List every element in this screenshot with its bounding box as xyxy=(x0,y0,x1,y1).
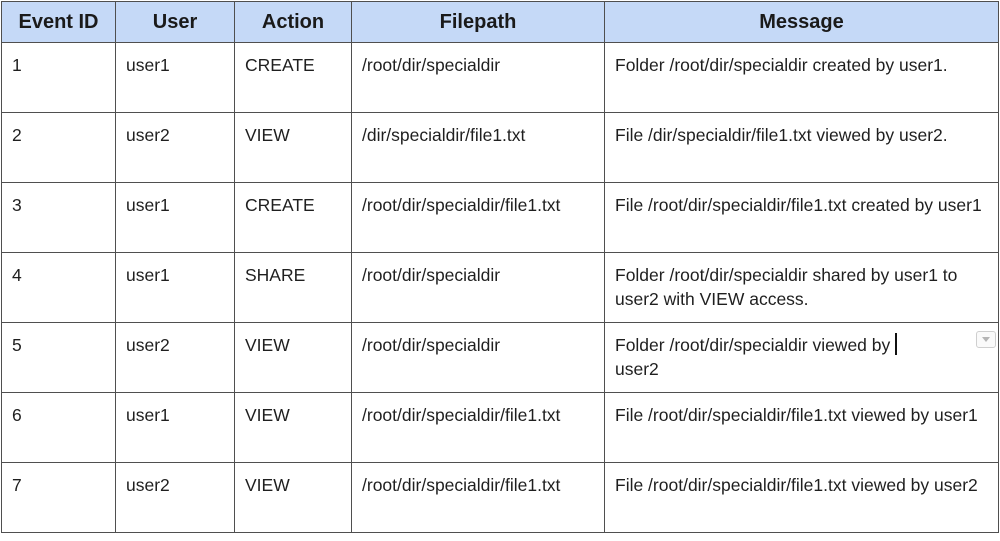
cell-user[interactable]: user1 xyxy=(115,392,235,463)
cell-user[interactable]: user2 xyxy=(115,112,235,183)
cell-text: user1 xyxy=(126,55,170,75)
cell-action[interactable]: VIEW xyxy=(234,322,352,393)
dropdown-arrow-icon[interactable] xyxy=(976,331,996,348)
cell-text: user1 xyxy=(126,405,170,425)
cell-message[interactable]: Folder /root/dir/specialdir created by u… xyxy=(604,42,999,113)
table-row: 7 user2 VIEW /root/dir/specialdir/file1.… xyxy=(1,462,999,533)
cell-text: 5 xyxy=(12,335,22,355)
cell-text: File /root/dir/specialdir/file1.txt view… xyxy=(615,475,978,495)
cell-text: /root/dir/specialdir/file1.txt xyxy=(362,405,561,425)
cell-event-id[interactable]: 2 xyxy=(1,112,116,183)
cell-text: /root/dir/specialdir/file1.txt xyxy=(362,475,561,495)
text-cursor xyxy=(895,333,898,355)
cell-text: user2 xyxy=(126,335,170,355)
cell-filepath[interactable]: /root/dir/specialdir xyxy=(351,252,605,323)
cell-event-id[interactable]: 4 xyxy=(1,252,116,323)
cell-text: VIEW xyxy=(245,125,290,145)
header-message[interactable]: Message xyxy=(604,1,999,43)
cell-text: CREATE xyxy=(245,195,315,215)
cell-user[interactable]: user2 xyxy=(115,322,235,393)
message-text-before-cursor: Folder /root/dir/specialdir viewed by xyxy=(615,335,891,355)
header-event-id[interactable]: Event ID xyxy=(1,1,116,43)
cell-text: File /root/dir/specialdir/file1.txt view… xyxy=(615,405,978,425)
cell-text: /root/dir/specialdir xyxy=(362,265,501,285)
table-row: 4 user1 SHARE /root/dir/specialdir Folde… xyxy=(1,252,999,323)
cell-user[interactable]: user1 xyxy=(115,42,235,113)
message-text-after-cursor: user2 xyxy=(615,359,659,379)
cell-filepath[interactable]: /root/dir/specialdir xyxy=(351,42,605,113)
cell-action[interactable]: VIEW xyxy=(234,112,352,183)
cell-text: VIEW xyxy=(245,335,290,355)
cell-event-id[interactable]: 3 xyxy=(1,182,116,253)
cell-text: user2 xyxy=(126,475,170,495)
cell-filepath[interactable]: /root/dir/specialdir/file1.txt xyxy=(351,182,605,253)
header-user[interactable]: User xyxy=(115,1,235,43)
cell-text: VIEW xyxy=(245,475,290,495)
cell-text: user1 xyxy=(126,265,170,285)
cell-message[interactable]: File /root/dir/specialdir/file1.txt crea… xyxy=(604,182,999,253)
cell-action[interactable]: CREATE xyxy=(234,42,352,113)
cell-filepath[interactable]: /root/dir/specialdir xyxy=(351,322,605,393)
cell-message[interactable]: File /root/dir/specialdir/file1.txt view… xyxy=(604,392,999,463)
cell-text: 1 xyxy=(12,55,22,75)
cell-user[interactable]: user1 xyxy=(115,252,235,323)
header-filepath[interactable]: Filepath xyxy=(351,1,605,43)
cell-text: File /dir/specialdir/file1.txt viewed by… xyxy=(615,125,948,145)
cell-text: user1 xyxy=(126,195,170,215)
cell-event-id[interactable]: 5 xyxy=(1,322,116,393)
header-action[interactable]: Action xyxy=(234,1,352,43)
cell-text: /root/dir/specialdir xyxy=(362,335,501,355)
cell-message[interactable]: File /dir/specialdir/file1.txt viewed by… xyxy=(604,112,999,183)
cell-text: /dir/specialdir/file1.txt xyxy=(362,125,526,145)
cell-message[interactable]: File /root/dir/specialdir/file1.txt view… xyxy=(604,462,999,533)
cell-event-id[interactable]: 1 xyxy=(1,42,116,113)
table-row: 6 user1 VIEW /root/dir/specialdir/file1.… xyxy=(1,392,999,463)
cell-action[interactable]: VIEW xyxy=(234,462,352,533)
cell-message[interactable]: Folder /root/dir/specialdir shared by us… xyxy=(604,252,999,323)
cell-text: Folder /root/dir/specialdir shared by us… xyxy=(615,265,958,309)
cell-text: /root/dir/specialdir/file1.txt xyxy=(362,195,561,215)
cell-text: 3 xyxy=(12,195,22,215)
cell-action[interactable]: SHARE xyxy=(234,252,352,323)
cell-text: /root/dir/specialdir xyxy=(362,55,501,75)
cell-user[interactable]: user2 xyxy=(115,462,235,533)
table-row: 3 user1 CREATE /root/dir/specialdir/file… xyxy=(1,182,999,253)
cell-event-id[interactable]: 7 xyxy=(1,462,116,533)
table-row-editing: 5 user2 VIEW /root/dir/specialdir Folder… xyxy=(1,322,999,393)
cell-event-id[interactable]: 6 xyxy=(1,392,116,463)
cell-text: CREATE xyxy=(245,55,315,75)
cell-action[interactable]: CREATE xyxy=(234,182,352,253)
cell-text: 7 xyxy=(12,475,22,495)
cell-text: VIEW xyxy=(245,405,290,425)
table-row: 2 user2 VIEW /dir/specialdir/file1.txt F… xyxy=(1,112,999,183)
cell-text: 2 xyxy=(12,125,22,145)
cell-text: user2 xyxy=(126,125,170,145)
cell-text: Folder /root/dir/specialdir created by u… xyxy=(615,55,948,75)
cell-action[interactable]: VIEW xyxy=(234,392,352,463)
cell-text: File /root/dir/specialdir/file1.txt crea… xyxy=(615,195,982,215)
cell-text: 6 xyxy=(12,405,22,425)
cell-filepath[interactable]: /root/dir/specialdir/file1.txt xyxy=(351,392,605,463)
cell-filepath[interactable]: /dir/specialdir/file1.txt xyxy=(351,112,605,183)
table-row: 1 user1 CREATE /root/dir/specialdir Fold… xyxy=(1,42,999,113)
cell-text-with-cursor[interactable]: Folder /root/dir/specialdir viewed by use… xyxy=(615,323,988,381)
cell-filepath[interactable]: /root/dir/specialdir/file1.txt xyxy=(351,462,605,533)
cell-text: 4 xyxy=(12,265,22,285)
cell-user[interactable]: user1 xyxy=(115,182,235,253)
cell-text: SHARE xyxy=(245,265,306,285)
header-row: Event ID User Action Filepath Message xyxy=(1,1,999,43)
cell-message-editing[interactable]: Folder /root/dir/specialdir viewed by use… xyxy=(604,322,999,393)
